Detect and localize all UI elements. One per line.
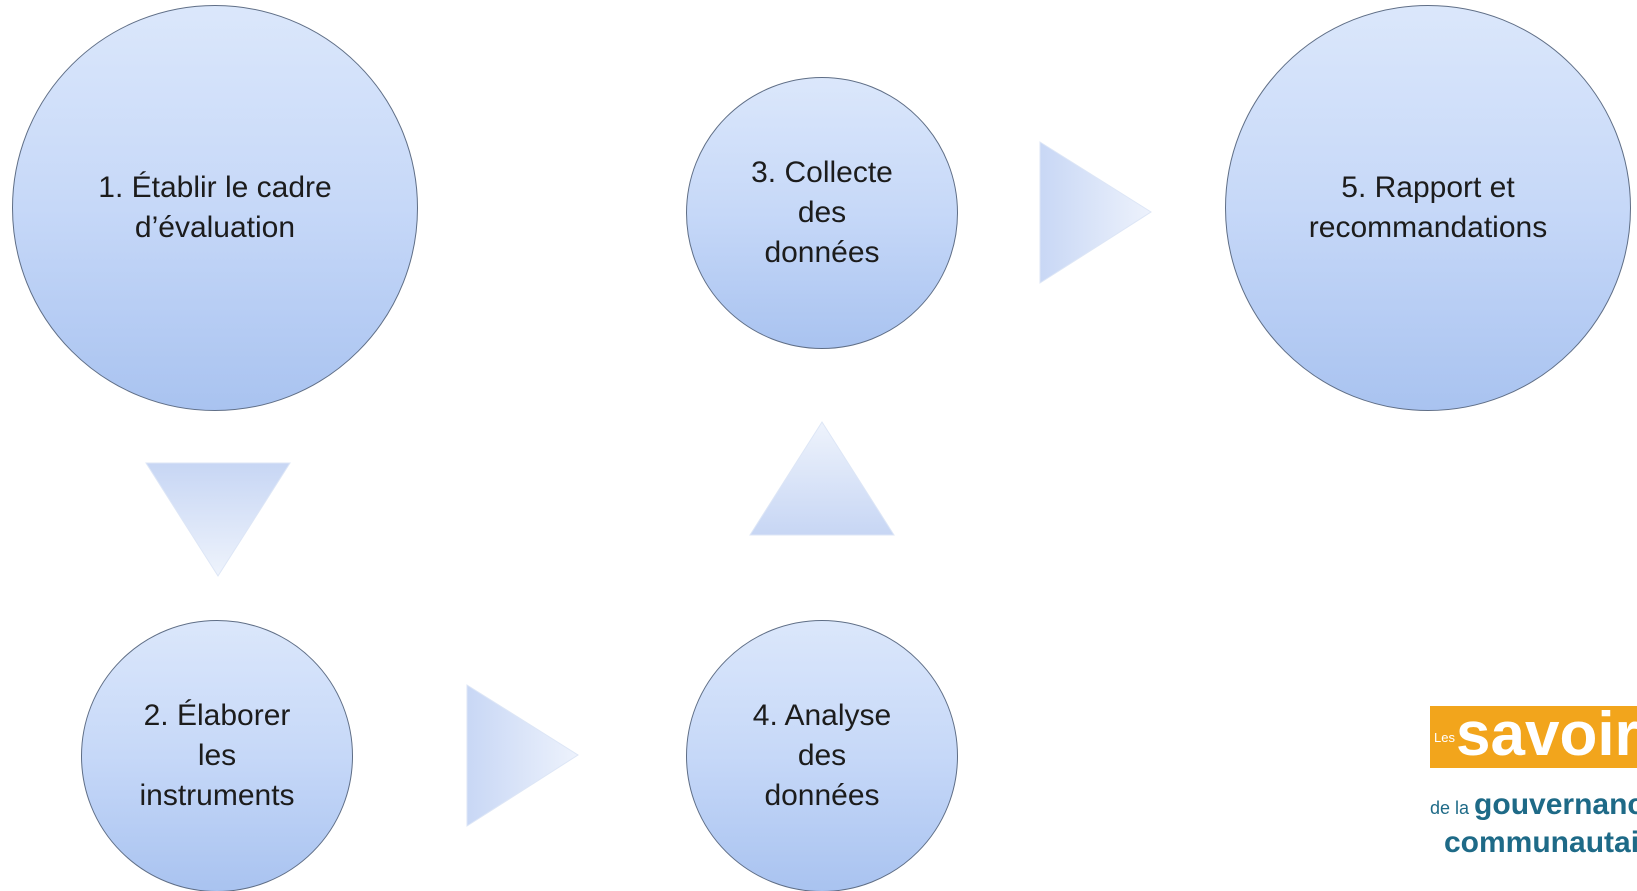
- logo-gouvernance-text: gouvernance: [1474, 788, 1637, 821]
- savoirs-logo: Les savoirs de la gouvernance communauta…: [1430, 700, 1637, 891]
- logo-les-text: Les: [1434, 730, 1455, 745]
- arrow-down-1-to-2: [145, 462, 291, 577]
- arrow-right-3-to-5: [1039, 141, 1152, 284]
- step-3-label: 3. Collecte des données: [751, 156, 893, 269]
- logo-communautaire-text: communautaire: [1444, 826, 1637, 859]
- logo-savoirs-text: savoirs: [1456, 700, 1637, 769]
- step-1-label: 1. Établir le cadre d’évaluation: [98, 171, 332, 244]
- step-2-label: 2. Élaborer les instruments: [139, 699, 295, 812]
- step-3-circle: 3. Collecte des données: [686, 77, 958, 349]
- logo-orange-banner: Les savoirs: [1430, 700, 1637, 769]
- step-4-circle: 4. Analyse des données: [686, 620, 958, 891]
- step-2-circle: 2. Élaborer les instruments: [81, 620, 353, 891]
- step-4-label: 4. Analyse des données: [752, 699, 892, 812]
- arrow-right-2-to-4: [466, 684, 579, 827]
- logo-dela-text: de la: [1430, 798, 1475, 818]
- step-1-circle: 1. Établir le cadre d’évaluation: [12, 5, 418, 411]
- arrow-up-4-to-3: [749, 421, 895, 536]
- step-5-circle: 5. Rapport et recommandations: [1225, 5, 1631, 411]
- logo-line-2: de la gouvernance: [1430, 788, 1637, 822]
- step-5-label: 5. Rapport et recommandations: [1308, 171, 1548, 244]
